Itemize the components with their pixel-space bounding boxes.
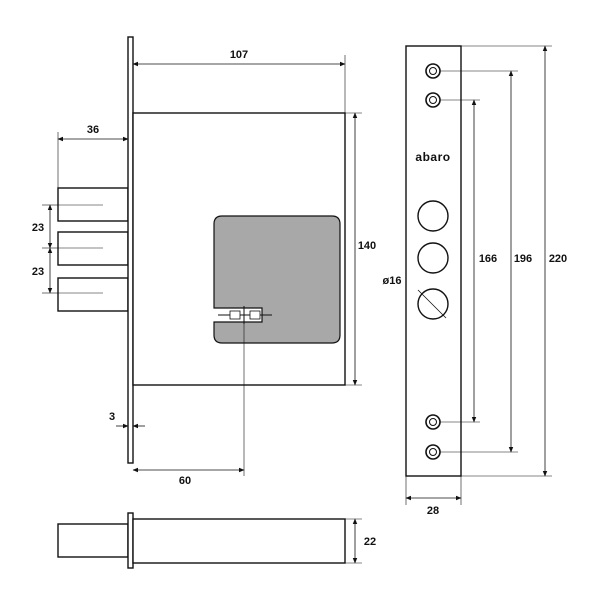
bottom-view: 22 <box>57 512 376 569</box>
bolt-bottom <box>57 277 129 312</box>
key-slot <box>218 306 272 324</box>
bolt-middle <box>57 231 129 266</box>
dim-140: 140 <box>358 240 376 252</box>
dim-220: 220 <box>549 253 567 265</box>
cylinder-area <box>213 215 341 344</box>
dim-166: 166 <box>479 253 497 265</box>
bolt-bottom-view <box>57 523 129 558</box>
face-plate-side <box>127 36 134 464</box>
dim-3: 3 <box>109 411 115 423</box>
dim-60: 60 <box>179 475 191 487</box>
dim-107: 107 <box>230 49 248 61</box>
screw-hole-bottom-1 <box>425 414 441 430</box>
bolt-hole-top <box>417 200 449 232</box>
dim-23-lower: 23 <box>32 266 44 278</box>
dim-36: 36 <box>87 124 99 136</box>
screw-hole-top-2 <box>425 92 441 108</box>
face-plate-bottom-view <box>127 512 134 569</box>
dim-28: 28 <box>427 505 439 517</box>
bolt-hole-bottom <box>417 288 449 320</box>
dim-hole-diameter: ø16 <box>383 275 402 287</box>
dim-22: 22 <box>364 536 376 548</box>
dim-23-upper: 23 <box>32 222 44 234</box>
screw-hole-bottom-2 <box>425 444 441 460</box>
front-view: abaro ø16 166 196 220 28 <box>383 45 567 517</box>
dim-196: 196 <box>514 253 532 265</box>
side-view: 107 36 23 23 140 3 60 <box>32 36 376 487</box>
brand-logo: abaro <box>415 150 450 164</box>
bolt-hole-middle <box>417 242 449 274</box>
screw-hole-top-1 <box>425 63 441 79</box>
case-bottom-view <box>132 518 346 564</box>
bolt-top <box>57 187 129 222</box>
